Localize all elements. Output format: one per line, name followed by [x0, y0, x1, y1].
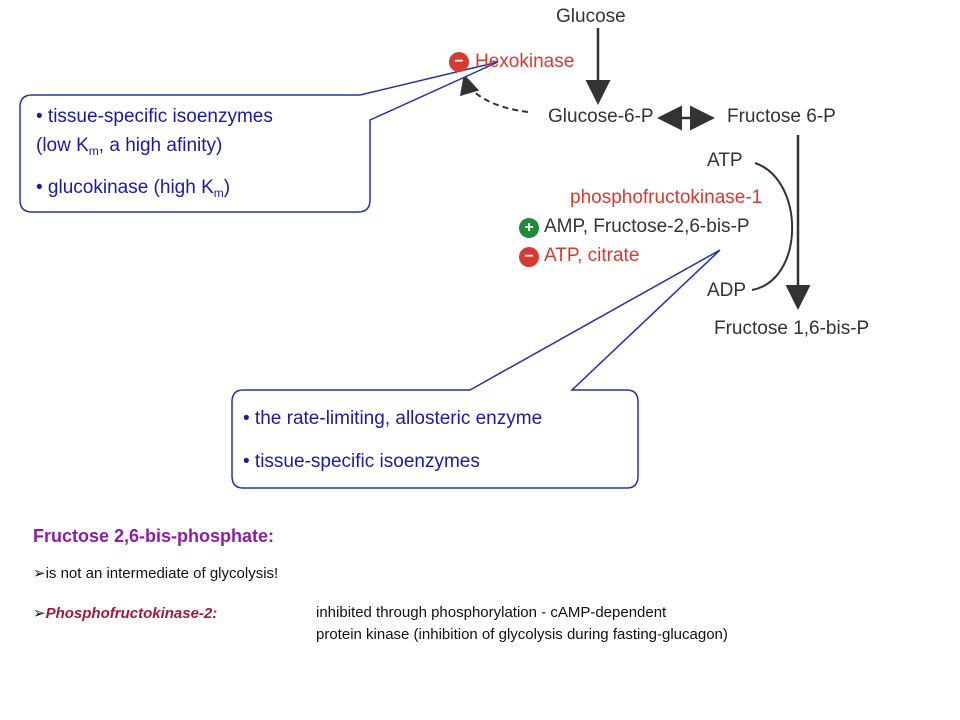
fructose-6p-label: Fructose 6-P	[727, 106, 836, 127]
arrow-bullet-icon: ➢	[33, 605, 46, 622]
hexokinase-label: Hexokinase	[475, 51, 575, 72]
glucose-6p-label: Glucose-6-P	[548, 106, 654, 127]
pfk1-label: phosphofructokinase-1	[570, 187, 763, 208]
notes-title: Fructose 2,6-bis-phosphate:	[33, 526, 275, 546]
atp-label: ATP	[707, 150, 743, 171]
arrow-bullet-icon: ➢	[33, 565, 46, 582]
notes-item2-label: ➢Phosphofructokinase-2:	[33, 605, 218, 622]
callout-hexokinase-line3: • glucokinase (high Km)	[36, 177, 231, 200]
notes-item2-text-line1: inhibited through phosphorylation - cAMP…	[316, 604, 667, 621]
glucose-label: Glucose	[556, 6, 626, 27]
pfk1-inhibit-badge: −	[519, 247, 539, 267]
pfk1-activators-label: AMP, Fructose-2,6-bis-P	[544, 216, 750, 237]
feedback-inhibition-arrow	[459, 74, 529, 113]
pfk1-inhibitors-label: ATP, citrate	[544, 245, 640, 266]
callout-pfk-line2: • tissue-specific isoenzymes	[243, 451, 480, 472]
notes-item2-text-line2: protein kinase (inhibition of glycolysis…	[316, 626, 728, 643]
fructose-16bp-label: Fructose 1,6-bis-P	[714, 318, 870, 339]
callout-hexokinase-line1: • tissue-specific isoenzymes	[36, 106, 273, 127]
adp-label: ADP	[707, 280, 747, 301]
callout-pfk-shape	[231, 249, 721, 489]
callout-pfk-line1: • the rate-limiting, allosteric enzyme	[243, 408, 543, 429]
pfk1-activate-badge: +	[519, 218, 539, 238]
callout-hexokinase-shape	[19, 61, 499, 213]
atp-adp-curve	[751, 162, 794, 291]
notes-item1: ➢is not an intermediate of glycolysis!	[33, 565, 279, 582]
hexokinase-inhibit-badge: −	[449, 52, 469, 72]
callout-hexokinase-line2: (low Km, a high afinity)	[36, 135, 223, 158]
